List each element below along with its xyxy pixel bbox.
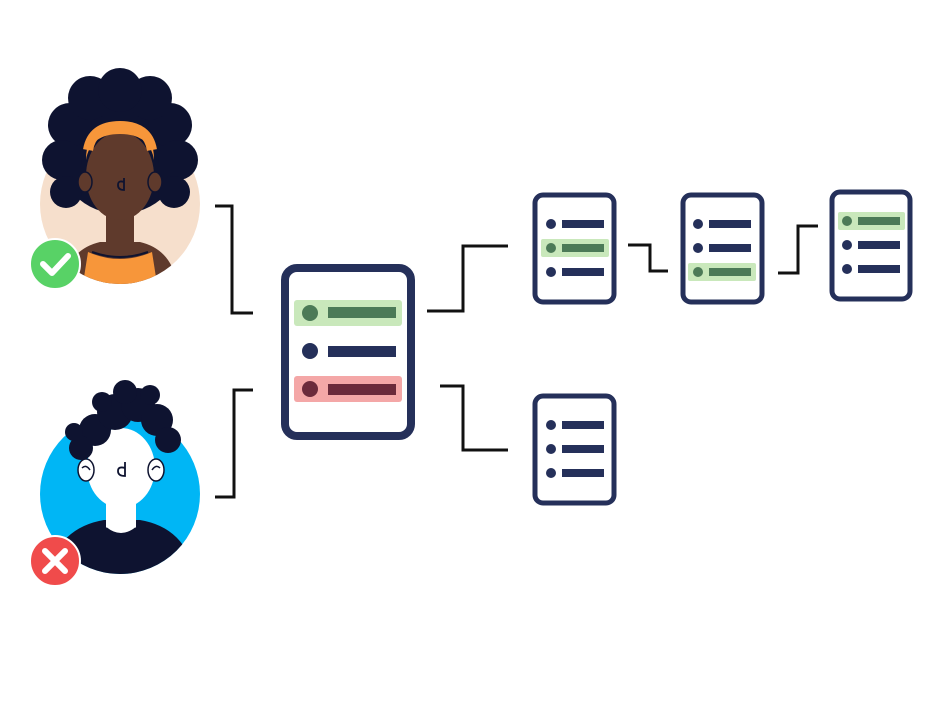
check-circle-icon bbox=[29, 238, 81, 290]
approved-user-avatar bbox=[29, 68, 200, 290]
x-circle-icon bbox=[29, 535, 81, 587]
document-bottom bbox=[532, 393, 617, 506]
document-top-3 bbox=[829, 189, 913, 302]
connector-doc-top-2-to-doc-top-3 bbox=[778, 224, 818, 275]
connector-approved-user-to-central bbox=[215, 204, 253, 315]
central-document bbox=[281, 264, 415, 440]
connector-doc-top-1-to-doc-top-2 bbox=[628, 243, 668, 273]
connector-rejected-user-to-central bbox=[215, 388, 253, 499]
connector-central-to-doc-top-1 bbox=[427, 244, 508, 313]
document-top-1 bbox=[532, 192, 617, 305]
rejected-user-avatar bbox=[29, 380, 200, 587]
connector-central-to-doc-bottom bbox=[440, 384, 508, 452]
central-doc-row-neutral bbox=[302, 343, 396, 359]
central-doc-row-rejected bbox=[294, 376, 402, 402]
document-top-2 bbox=[680, 192, 765, 305]
central-doc-row-approved bbox=[294, 300, 402, 326]
curly-hair bbox=[65, 380, 181, 460]
connectors bbox=[215, 204, 818, 499]
